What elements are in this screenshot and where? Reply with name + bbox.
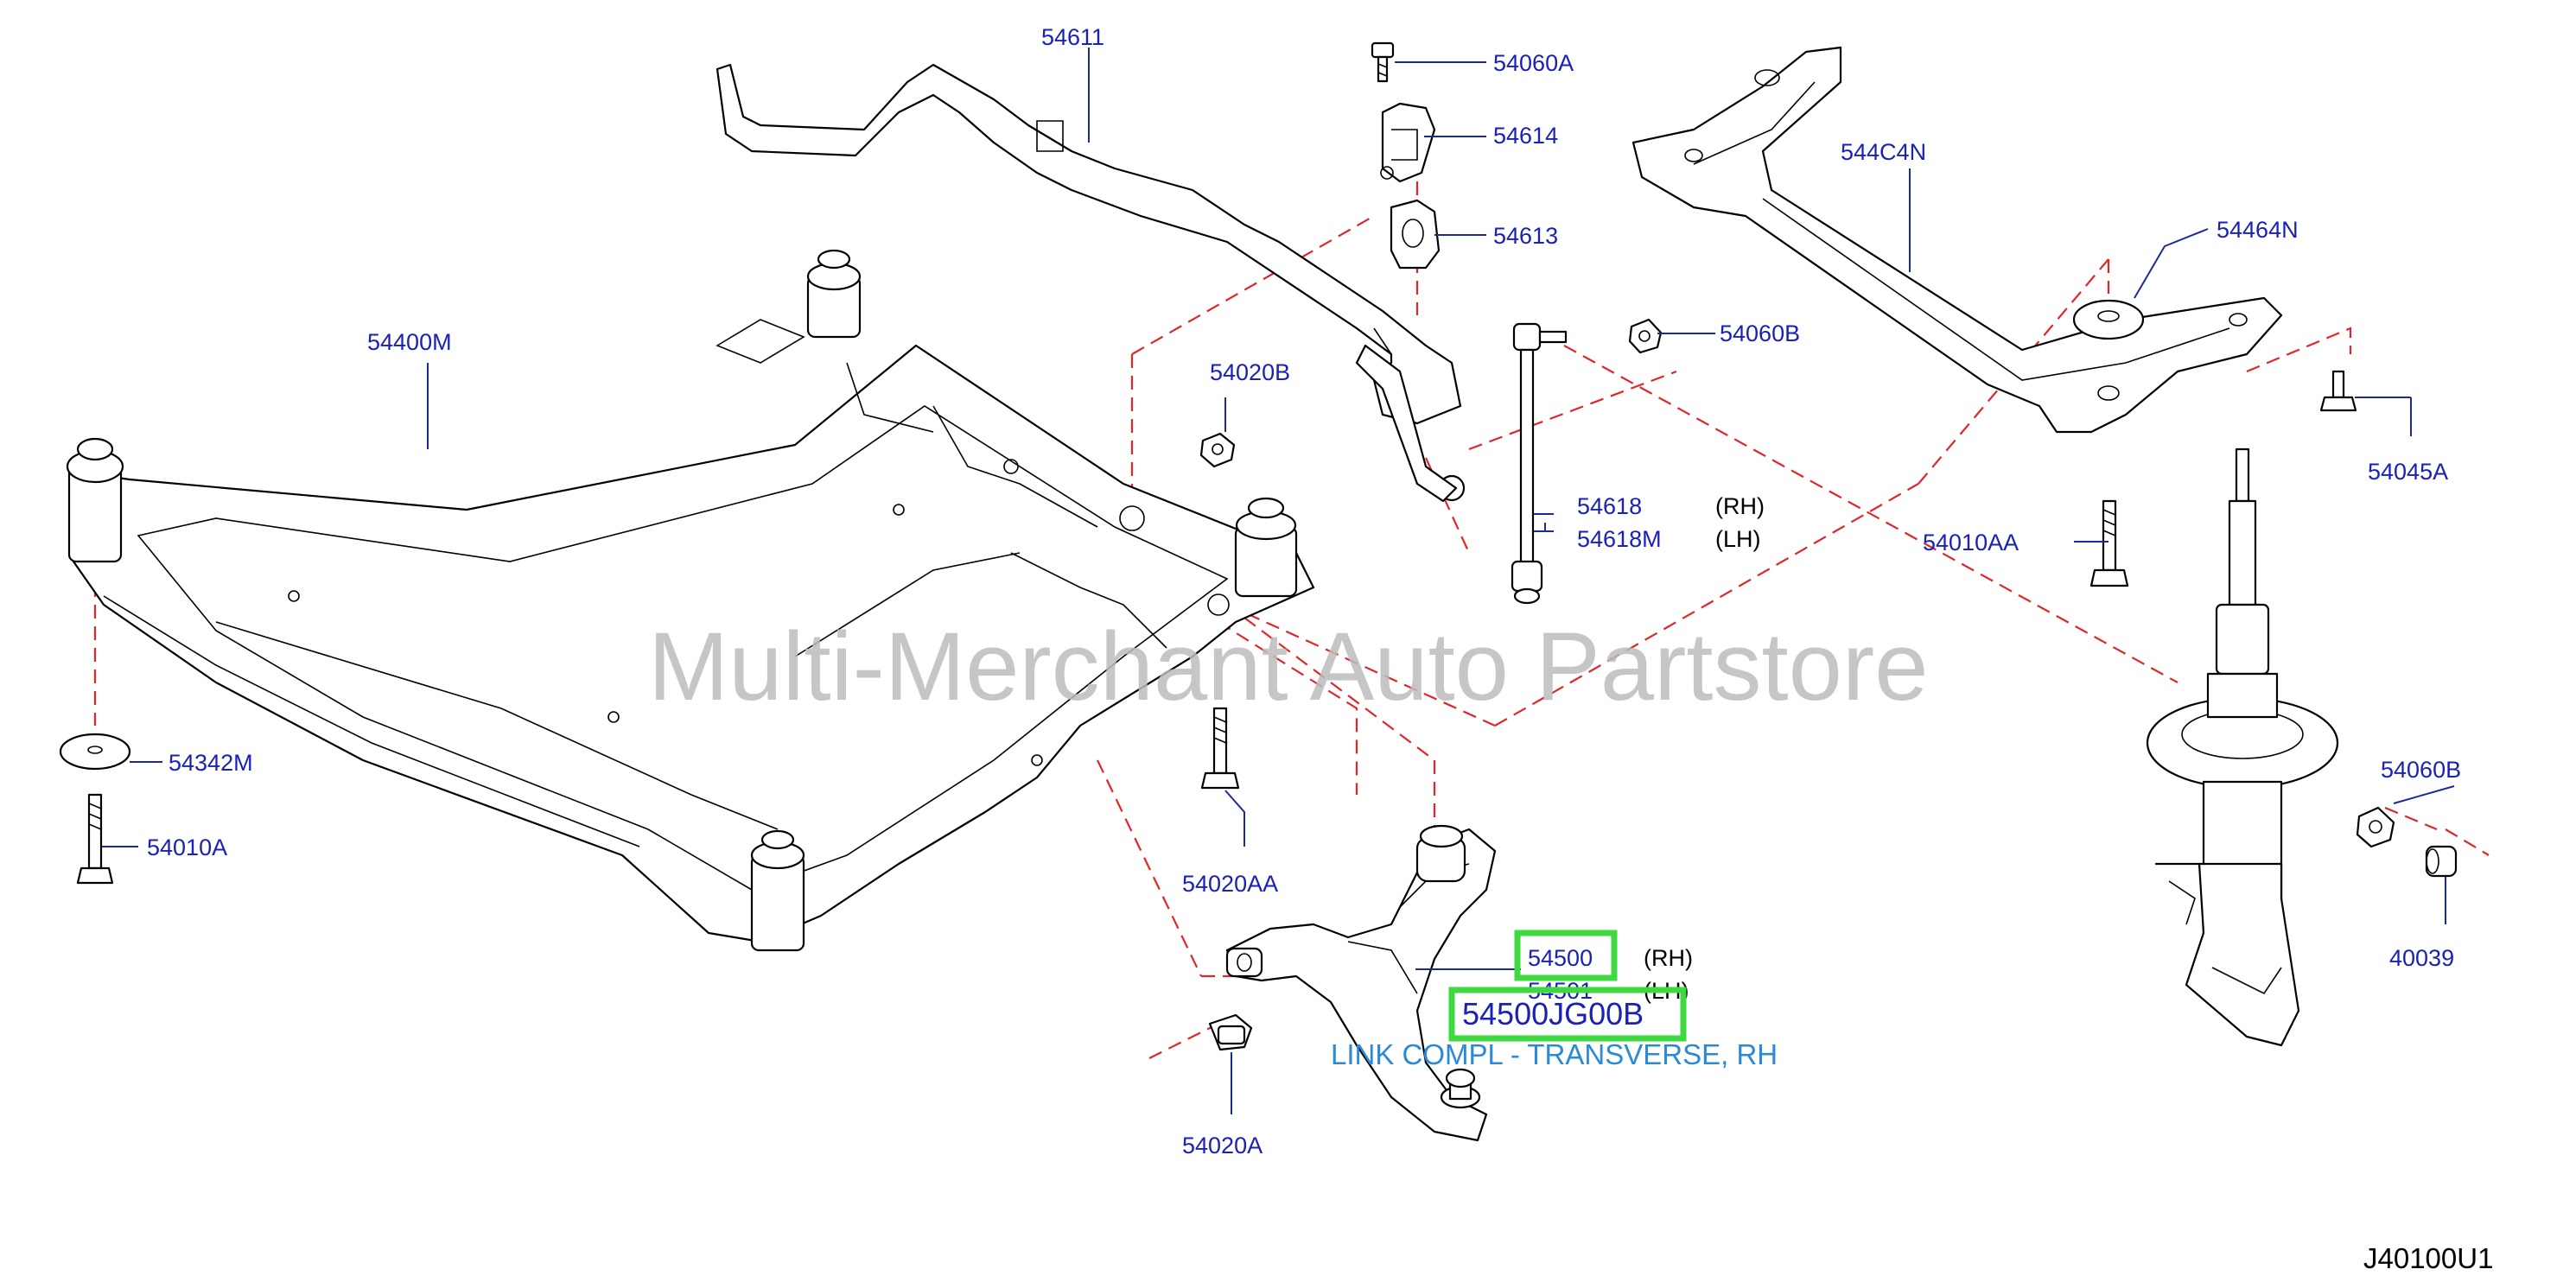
callout-54614[interactable]: 54614: [1493, 123, 1558, 149]
callout-54060A[interactable]: 54060A: [1493, 50, 1574, 76]
bushing-54613[interactable]: [1390, 199, 1441, 270]
cap-40039[interactable]: [2425, 845, 2458, 878]
bolt-54045A[interactable]: [2319, 370, 2357, 412]
callout-labels: 54611 54060A 54614 54613 544C4N 54464N 5…: [147, 24, 2461, 1158]
side-lh-54618M: (LH): [1715, 526, 1761, 552]
callout-544C4N[interactable]: 544C4N: [1841, 139, 1926, 165]
stabilizer-link-54618[interactable]: [1511, 322, 1568, 605]
nut-54060B-lower[interactable]: [2356, 806, 2395, 848]
side-rh-54618: (RH): [1715, 493, 1765, 519]
transverse-link-54500[interactable]: [1225, 824, 1497, 1142]
callout-54045A[interactable]: 54045A: [2368, 459, 2448, 485]
washer-54342M[interactable]: [59, 733, 131, 771]
callout-54500[interactable]: 54500: [1528, 945, 1593, 971]
highlight-part-number-box: [1448, 987, 1687, 1042]
nut-54020B[interactable]: [1199, 432, 1236, 468]
member-544C4N[interactable]: [1631, 46, 2283, 434]
callout-54618M[interactable]: 54618M: [1577, 526, 1662, 552]
bolt-54010A[interactable]: [76, 793, 114, 885]
side-rh-54500: (RH): [1644, 945, 1693, 971]
leader-lines: [102, 48, 2455, 1114]
stabilizer-bar-54611[interactable]: [716, 63, 1466, 503]
callout-54613[interactable]: 54613: [1493, 223, 1558, 249]
bolt-54020A[interactable]: [1208, 1013, 1253, 1051]
strut-assembly[interactable]: [2146, 447, 2339, 1047]
bracket-54614[interactable]: [1380, 102, 1436, 183]
callout-54060B-lower[interactable]: 54060B: [2381, 757, 2461, 783]
callout-54010AA[interactable]: 54010AA: [1923, 530, 2019, 555]
selection-highlight: 54500JG00B LINK COMPL - TRANSVERSE, RH: [1331, 930, 1778, 1070]
callout-54020A[interactable]: 54020A: [1182, 1133, 1263, 1158]
bolt-54010AA[interactable]: [2089, 499, 2129, 587]
callout-54010A[interactable]: 54010A: [147, 835, 227, 860]
callout-54618[interactable]: 54618: [1577, 493, 1642, 519]
callout-54020B[interactable]: 54020B: [1210, 359, 1290, 385]
selected-part-description[interactable]: LINK COMPL - TRANSVERSE, RH: [1331, 1038, 1778, 1070]
callout-40039[interactable]: 40039: [2389, 945, 2454, 971]
bolt-54020AA[interactable]: [1200, 707, 1240, 790]
selected-part-number[interactable]: 54500JG00B: [1462, 996, 1644, 1031]
callout-54020AA[interactable]: 54020AA: [1182, 871, 1278, 897]
watermark: Multi-Merchant Auto Partstore: [648, 612, 1928, 720]
callout-54060B-upper[interactable]: 54060B: [1720, 320, 1800, 346]
bolt-54060A[interactable]: [1371, 41, 1395, 83]
nut-54060B-upper[interactable]: [1628, 318, 1663, 354]
callout-54400M[interactable]: 54400M: [367, 329, 452, 355]
callout-54464N[interactable]: 54464N: [2217, 217, 2299, 243]
diagram-code: J40100U1: [2363, 1242, 2493, 1274]
callout-54611[interactable]: 54611: [1041, 24, 1104, 50]
callout-54342M[interactable]: 54342M: [169, 750, 253, 776]
front-subframe-54400M[interactable]: [66, 249, 1315, 952]
washer-54464N[interactable]: [2072, 299, 2145, 340]
highlight-54500-box: [1514, 930, 1618, 981]
